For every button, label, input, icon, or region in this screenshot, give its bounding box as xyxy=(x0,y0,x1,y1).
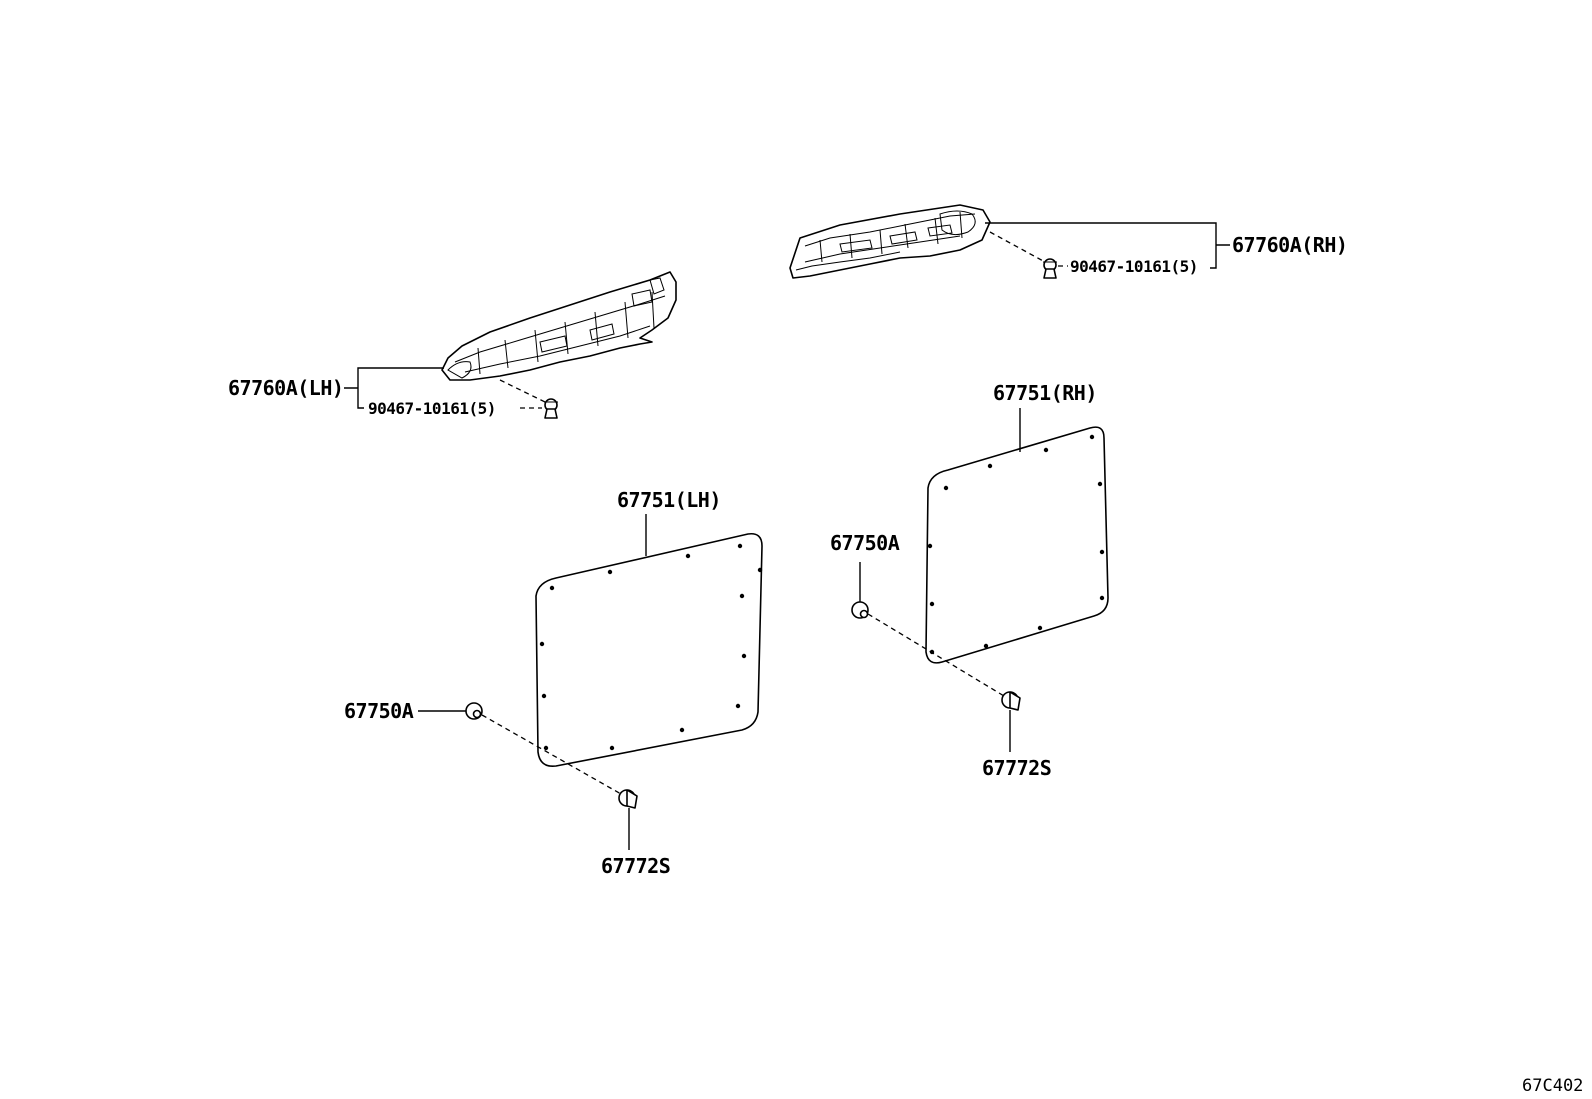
diagram-code: 67C402 xyxy=(1522,1076,1583,1096)
label-trim-lh: 67760A(LH) xyxy=(228,376,343,400)
upper-trim-rh xyxy=(789,204,991,279)
trim-rh-leader xyxy=(985,222,1230,269)
grommet-lh xyxy=(465,702,483,720)
label-grommet-lh: 67750A xyxy=(344,699,414,723)
grommet-rh xyxy=(851,601,869,619)
screw-rh xyxy=(1001,691,1021,711)
clip-lh xyxy=(544,398,558,419)
clip-lh-dash xyxy=(499,379,546,403)
label-grommet-rh: 67750A xyxy=(830,531,900,555)
panel-rh xyxy=(925,426,1109,664)
label-screw-lh: 67772S xyxy=(601,854,670,878)
label-panel-rh: 67751(RH) xyxy=(993,381,1097,405)
screw-lh xyxy=(618,789,638,809)
label-clip-rh: 90467-10161(5) xyxy=(1070,257,1198,276)
trim-lh-leader xyxy=(344,367,444,409)
label-trim-rh: 67760A(RH) xyxy=(1232,233,1347,257)
panel-lh xyxy=(535,532,763,768)
label-panel-lh: 67751(LH) xyxy=(617,488,721,512)
upper-trim-lh xyxy=(441,271,677,381)
label-clip-lh: 90467-10161(5) xyxy=(368,399,496,418)
label-screw-rh: 67772S xyxy=(982,756,1051,780)
clip-rh-dash xyxy=(989,231,1046,263)
clip-rh xyxy=(1043,258,1057,279)
